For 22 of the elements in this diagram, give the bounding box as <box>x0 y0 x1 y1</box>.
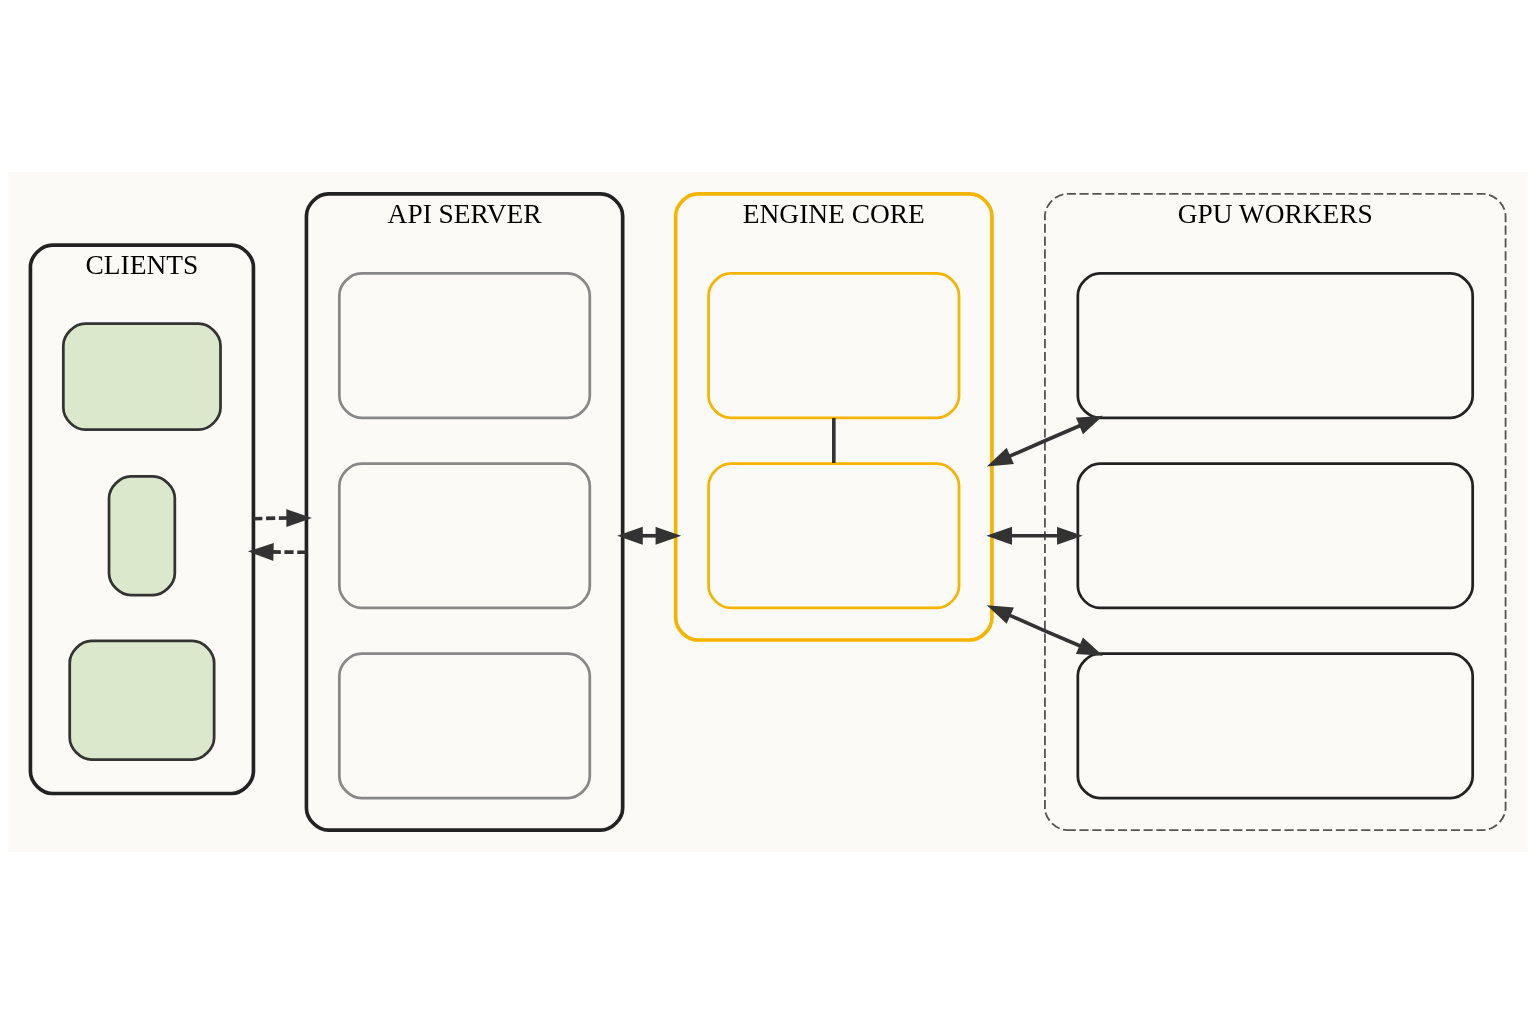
arrow <box>986 526 1083 545</box>
cluster: CLIENTS <box>28 243 256 796</box>
node-box <box>707 462 961 610</box>
node-box <box>707 272 961 420</box>
cluster: GPU WORKERS <box>1044 193 1507 831</box>
node-box <box>1076 652 1475 800</box>
node-box <box>337 462 592 610</box>
arrow <box>247 543 307 561</box>
arrow <box>617 526 682 545</box>
node-monitor <box>68 639 216 762</box>
node-box <box>1076 272 1475 420</box>
node-box <box>337 652 592 800</box>
cluster: ENGINE CORE <box>673 192 994 642</box>
arrow <box>253 509 312 527</box>
connector <box>831 418 836 463</box>
arrow <box>986 605 1103 656</box>
arrow <box>986 415 1103 467</box>
node-box <box>337 272 592 420</box>
cluster: API SERVER <box>304 192 625 832</box>
node-box <box>1076 462 1475 610</box>
node-phone <box>107 475 177 597</box>
node-laptop <box>61 322 222 432</box>
